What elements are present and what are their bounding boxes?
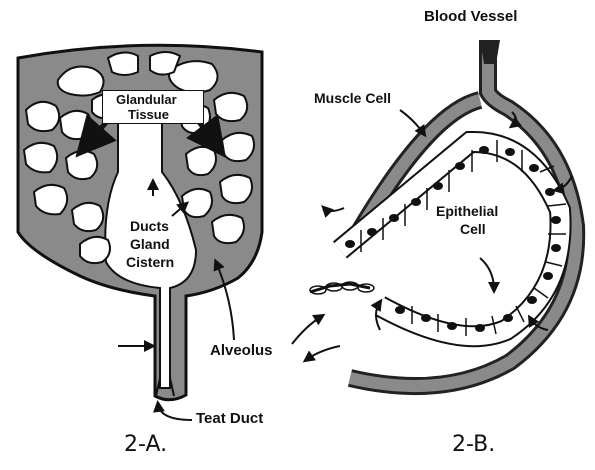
alveolus-pointer-b — [292, 316, 322, 344]
label-ducts: Ducts — [130, 218, 169, 234]
label-cistern: Cistern — [126, 254, 174, 270]
label-epithelial: Epithelial — [436, 203, 498, 219]
label-gland: Gland — [130, 236, 170, 252]
muscle-cell-pointer — [400, 110, 424, 134]
epithelial-pointer — [480, 258, 494, 290]
flow-arrow-1 — [324, 208, 344, 211]
caption-2a: 2-A. — [124, 432, 167, 457]
label-blood-vessel: Blood Vessel — [424, 8, 517, 25]
label-tissue: Tissue — [128, 107, 169, 122]
label-teat-duct: Teat Duct — [196, 410, 263, 427]
label-cell: Cell — [460, 221, 486, 237]
teat-duct-pointer — [158, 404, 192, 420]
label-muscle-cell: Muscle Cell — [314, 90, 391, 106]
caption-2b: 2-B. — [452, 432, 495, 457]
label-glandular: Glandular — [116, 92, 177, 107]
flow-arrow-6 — [306, 346, 340, 360]
label-alveolus: Alveolus — [210, 342, 273, 359]
